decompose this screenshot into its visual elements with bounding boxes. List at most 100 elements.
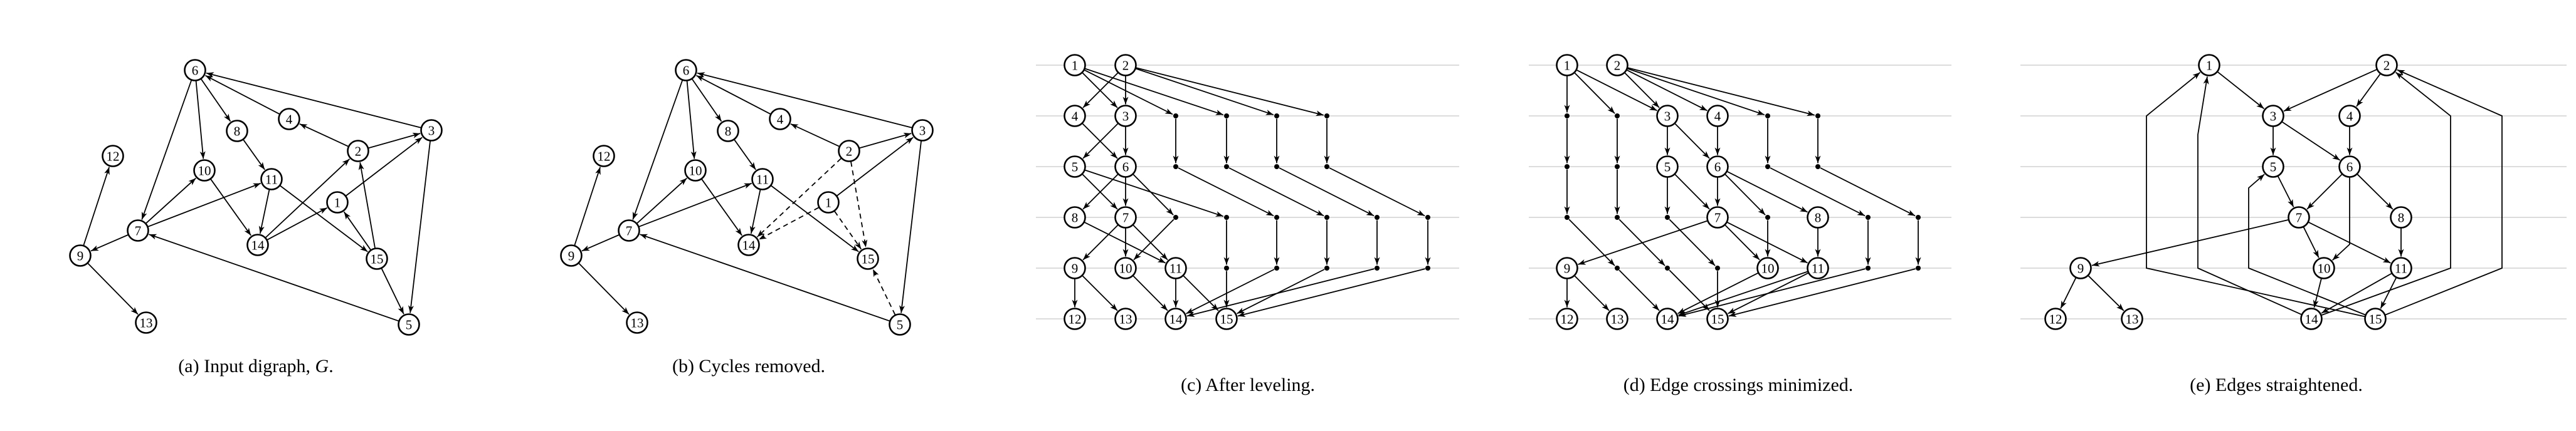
node-circle-c-5 <box>1064 155 1086 178</box>
edge-a-15-5 <box>381 268 404 314</box>
node-circle-d-7 <box>1706 206 1729 229</box>
node-label-d-6: 6 <box>1714 159 1721 174</box>
node-b-2: 2 <box>838 140 860 162</box>
node-label-c-15: 15 <box>1220 311 1233 326</box>
node-circle-d-11 <box>1807 257 1829 279</box>
edge-b-6-7 <box>632 80 683 220</box>
dummy-vertex-c-f5 <box>1224 266 1229 271</box>
edge-d-d3-d4 <box>1820 167 1916 217</box>
caption-e: (e) Edges straightened. <box>2190 375 2363 396</box>
node-circle-a-4 <box>278 108 300 130</box>
node-circle-e-10 <box>2313 257 2335 279</box>
node-circle-e-2 <box>2375 54 2398 76</box>
node-e-10: 10 <box>2313 257 2335 279</box>
node-circle-b-1 <box>817 191 840 214</box>
node-label-e-14: 14 <box>2305 311 2319 326</box>
edge-c-2-d2 <box>1136 67 1324 117</box>
edge-c-2-c2 <box>1136 68 1274 116</box>
caption-d-text: (d) Edge crossings minimized. <box>1623 375 1854 395</box>
node-a-8: 8 <box>226 120 248 142</box>
node-circle-b-7 <box>618 219 640 242</box>
edge-e-14-1 <box>2197 76 2302 315</box>
node-c-15: 15 <box>1215 308 1238 330</box>
node-circle-b-3 <box>911 119 934 142</box>
node-circle-a-7 <box>127 219 149 242</box>
node-circle-d-1 <box>1556 54 1578 76</box>
edge-b-6-10 <box>686 81 697 159</box>
node-d-8: 8 <box>1807 206 1829 229</box>
edge-e-9-13 <box>2088 275 2125 311</box>
node-label-e-5: 5 <box>2270 159 2277 174</box>
node-e-3: 3 <box>2262 105 2284 127</box>
node-label-b-5: 5 <box>897 317 904 332</box>
caption-a: (a) Input digraph, G. <box>178 356 333 377</box>
edge-c-2-4 <box>1082 72 1119 108</box>
node-label-d-1: 1 <box>1564 58 1571 73</box>
node-label-b-3: 3 <box>919 123 926 138</box>
edge-b-1-14 <box>758 207 820 241</box>
node-circle-a-12 <box>102 145 124 167</box>
node-circle-d-5 <box>1656 155 1679 178</box>
node-b-12: 12 <box>593 145 615 167</box>
node-circle-e-8 <box>2390 206 2412 229</box>
node-d-14: 14 <box>1656 308 1679 330</box>
node-label-e-1: 1 <box>2206 58 2213 73</box>
dummy-vertex-d-b3 <box>1615 164 1620 169</box>
node-label-b-13: 13 <box>631 315 644 330</box>
node-a-2: 2 <box>347 140 369 162</box>
node-circle-a-3 <box>420 119 443 142</box>
edge-a-3-5 <box>408 141 431 313</box>
node-e-2: 2 <box>2375 54 2398 76</box>
caption-a-math: G <box>315 356 329 376</box>
node-label-c-13: 13 <box>1119 311 1132 326</box>
node-circle-b-10 <box>684 159 707 182</box>
node-c-3: 3 <box>1114 105 1137 127</box>
edge-b-7-9 <box>581 234 620 252</box>
node-circle-b-5 <box>889 313 911 336</box>
node-e-7: 7 <box>2288 206 2310 229</box>
node-label-a-1: 1 <box>334 195 341 210</box>
node-circle-c-1 <box>1064 54 1086 76</box>
edge-e-2-3 <box>2283 69 2377 112</box>
edge-e-1-3 <box>2217 71 2265 110</box>
edge-a-11-15 <box>280 185 368 252</box>
node-label-a-7: 7 <box>135 223 142 238</box>
node-circle-c-7 <box>1114 206 1137 229</box>
node-circle-b-13 <box>626 311 648 334</box>
node-d-12: 12 <box>1556 308 1578 330</box>
node-label-b-15: 15 <box>862 251 875 266</box>
node-label-e-8: 8 <box>2398 210 2405 225</box>
dummy-vertex-c-e4 <box>1173 215 1178 220</box>
node-c-10: 10 <box>1114 257 1137 279</box>
node-label-c-6: 6 <box>1122 159 1129 174</box>
node-circle-c-13 <box>1114 308 1137 330</box>
node-label-b-12: 12 <box>598 148 611 164</box>
edge-e-2-4 <box>2356 73 2381 107</box>
node-e-12: 12 <box>2044 308 2067 330</box>
node-label-c-1: 1 <box>1072 58 1079 73</box>
edge-b-3-6 <box>697 72 912 128</box>
edge-b-9-13 <box>578 262 630 315</box>
node-label-d-4: 4 <box>1714 108 1721 123</box>
node-label-c-4: 4 <box>1072 108 1079 123</box>
edge-e-5-7 <box>2278 176 2294 207</box>
node-label-d-3: 3 <box>1664 108 1671 123</box>
node-label-b-11: 11 <box>756 172 769 187</box>
edge-c-d3-d4 <box>1329 167 1425 217</box>
node-a-4: 4 <box>278 108 300 130</box>
edge-a-9-12 <box>83 167 110 246</box>
dummy-vertex-c-d5 <box>1425 266 1430 271</box>
edge-d-6-e4 <box>1724 174 1766 216</box>
edge-b-2-14 <box>756 158 842 237</box>
edge-e-6-8 <box>2357 174 2394 210</box>
edge-b-9-12 <box>574 167 601 246</box>
node-label-d-13: 13 <box>1611 311 1624 326</box>
dummy-vertex-d-b2 <box>1615 113 1620 118</box>
node-b-8: 8 <box>717 120 739 142</box>
node-e-9: 9 <box>2069 257 2092 279</box>
node-circle-e-6 <box>2338 155 2361 178</box>
node-d-1: 1 <box>1556 54 1578 76</box>
node-circle-b-15 <box>857 247 879 270</box>
